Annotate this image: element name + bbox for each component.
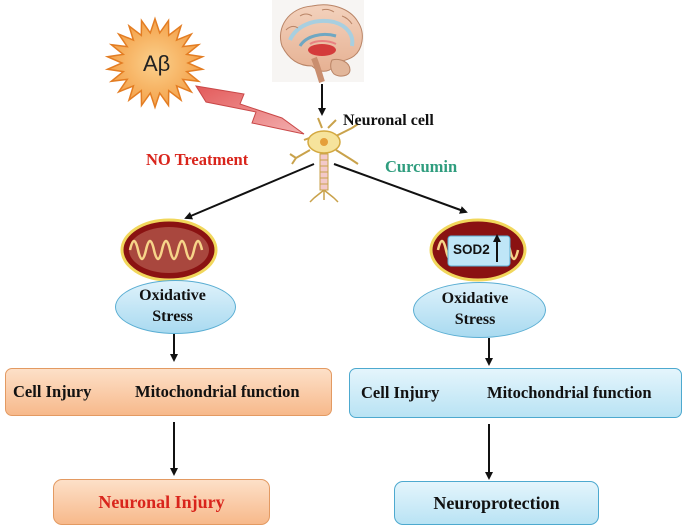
stress-label: Stress — [152, 308, 193, 325]
mitochondrial-function-label: Mitochondrial function — [487, 383, 652, 402]
neuronal-cell-label: Neuronal cell — [343, 112, 434, 129]
oxidative-stress-left-text: Oxidative Stress — [115, 285, 230, 327]
cell-injury-label: Cell Injury — [361, 383, 440, 402]
outcome-box-right: Cell Injury Mitochondrial function — [349, 368, 682, 418]
neuronal-injury-label: Neuronal Injury — [98, 491, 225, 512]
branch-label-right: Curcumin — [385, 157, 458, 176]
mitochondrial-function-label: Mitochondrial function — [135, 382, 300, 401]
oxidative-stress-right — [413, 282, 546, 338]
oxidative-stress-left — [115, 280, 236, 334]
outcome-box-left: Cell Injury Mitochondrial function — [5, 368, 332, 416]
neuroprotection-label: Neuroprotection — [433, 492, 560, 513]
brain-icon — [272, 0, 364, 83]
final-box-left: Neuronal Injury — [53, 479, 270, 525]
oxidative-label: Oxidative — [441, 290, 509, 307]
mitochondrion-icon — [429, 218, 527, 282]
neuron-icon — [289, 117, 359, 203]
stress-label: Stress — [454, 311, 496, 328]
mitochondrion-icon — [120, 218, 218, 282]
arrow-cell-to-left — [184, 163, 315, 220]
branch-label-left: NO Treatment — [146, 150, 249, 169]
trigger-label: Aβ — [143, 51, 171, 76]
oxidative-stress-right-text: Oxidative Stress — [415, 288, 535, 330]
cell-injury-label: Cell Injury — [13, 382, 92, 401]
sod2-label: SOD2 — [453, 242, 490, 257]
oxidative-label: Oxidative — [139, 287, 206, 304]
lightning-bolt-icon — [194, 85, 305, 135]
starburst-icon — [104, 16, 206, 110]
arrow-cell-to-right — [333, 163, 468, 214]
final-box-right: Neuroprotection — [394, 481, 599, 525]
